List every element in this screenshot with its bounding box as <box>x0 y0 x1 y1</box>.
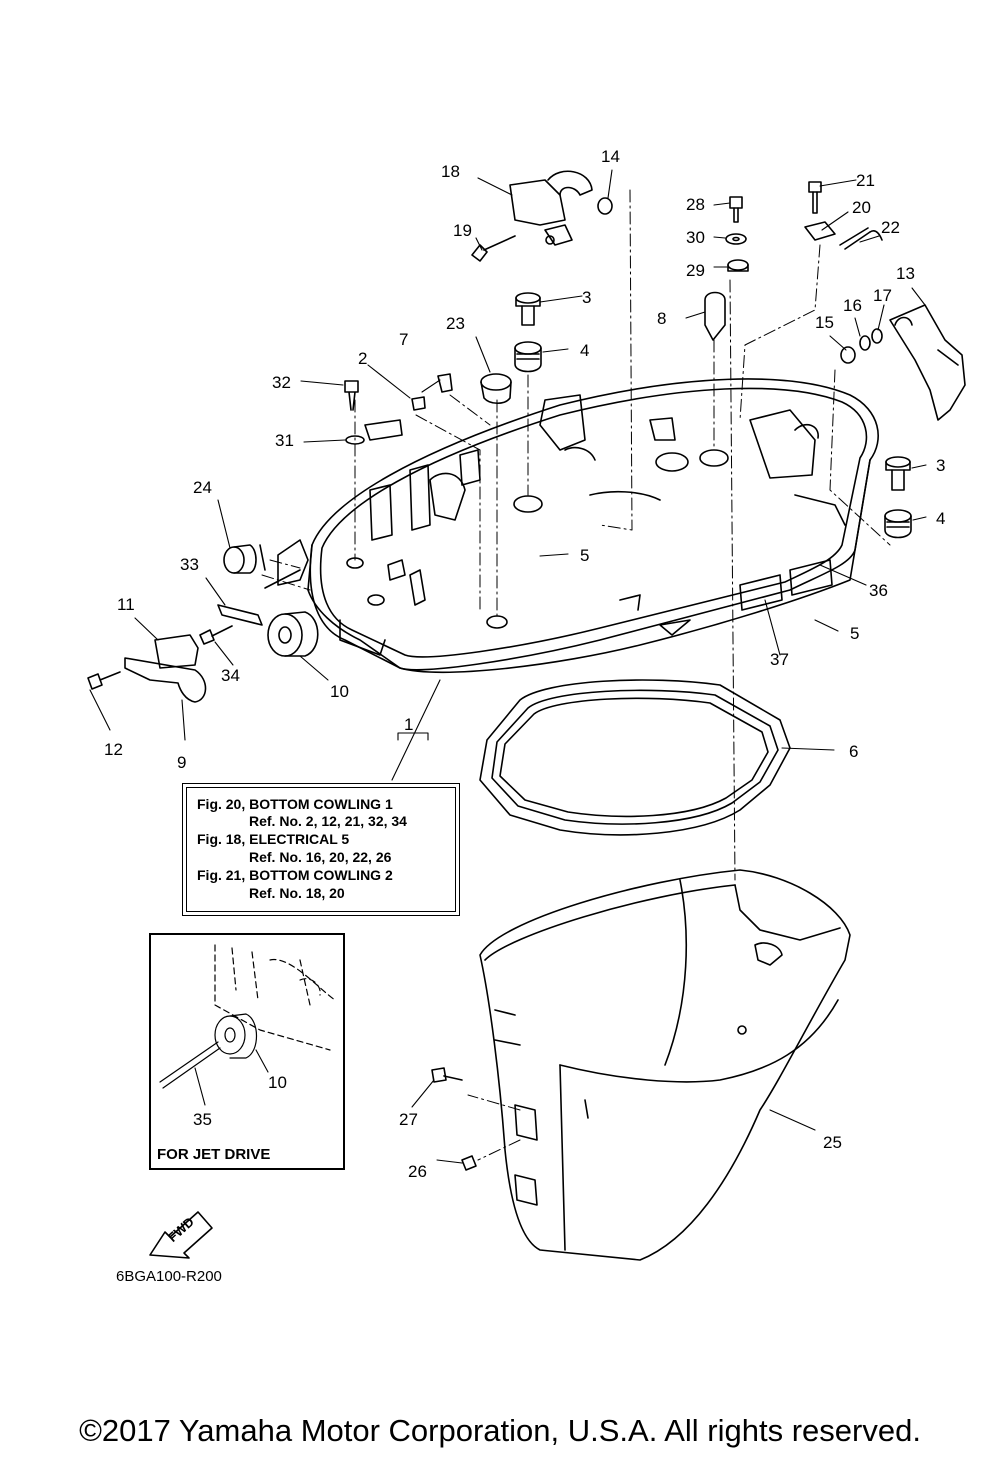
bolt-21-stack <box>804 181 883 250</box>
callout-10: 10 <box>330 682 349 701</box>
lower-cowling-25 <box>479 869 851 1261</box>
callout-11: 11 <box>117 595 135 614</box>
grommet-right <box>884 456 912 539</box>
callout-10b: 10 <box>268 1073 287 1092</box>
jet-drive-label: FOR JET DRIVE <box>157 1146 271 1163</box>
bracket-18 <box>509 170 613 246</box>
plate-9 <box>124 657 207 703</box>
grommet-center <box>514 292 542 373</box>
callout-4: 4 <box>580 341 590 360</box>
reference-line-3: Fig. 18, ELECTRICAL 5 <box>197 831 350 847</box>
callout-33: 33 <box>180 555 199 574</box>
callout-15: 15 <box>815 313 834 332</box>
callout-30: 30 <box>686 228 705 247</box>
callout-3: 3 <box>582 288 592 307</box>
callout-37: 37 <box>770 650 789 669</box>
clip-11 <box>154 634 199 669</box>
callout-18: 18 <box>441 162 460 181</box>
reference-line-2: Ref. No. 2, 12, 21, 32, 34 <box>249 813 407 829</box>
bushing-15 <box>840 346 856 364</box>
reference-note-inner-border <box>186 787 456 912</box>
callout-26: 26 <box>408 1162 427 1181</box>
bottom-cowling-tray <box>307 378 879 674</box>
callout-5: 5 <box>580 546 590 565</box>
grommet-23 <box>480 373 512 405</box>
copyright-notice: ©2017 Yamaha Motor Corporation, U.S.A. A… <box>79 1413 921 1448</box>
bolt-19 <box>471 235 516 262</box>
callout-21: 21 <box>856 171 875 190</box>
callout-3b: 3 <box>936 456 946 475</box>
grommet-10 <box>267 611 319 657</box>
callout-17: 17 <box>873 286 892 305</box>
reference-line-4: Ref. No. 16, 20, 22, 26 <box>249 849 392 865</box>
grommet-24 <box>223 544 266 574</box>
jet-drive-inset <box>159 944 336 1089</box>
fwd-arrow <box>149 1211 213 1259</box>
callout-4b: 4 <box>936 509 946 528</box>
callout-24: 24 <box>193 478 212 497</box>
callout-22: 22 <box>881 218 900 237</box>
callout-23: 23 <box>446 314 465 333</box>
callout-16: 16 <box>843 296 862 315</box>
callout-14: 14 <box>601 147 620 166</box>
callout-27: 27 <box>399 1110 418 1129</box>
reference-line-5: Fig. 21, BOTTOM COWLING 2 <box>197 867 393 883</box>
callout-29: 29 <box>686 261 705 280</box>
plate-33 <box>217 604 263 626</box>
jet-drive-inset-frame <box>149 933 345 1170</box>
exploded-parts-diagram <box>87 169 966 1261</box>
callout-8: 8 <box>657 309 667 328</box>
bolt-28-stack <box>725 196 749 272</box>
callout-7: 7 <box>399 330 409 349</box>
callout-6: 6 <box>849 742 859 761</box>
callout-1: 1 <box>404 715 414 734</box>
callout-12: 12 <box>104 740 123 759</box>
callout-9: 9 <box>177 753 187 772</box>
callout-25: 25 <box>823 1133 842 1152</box>
callout-35: 35 <box>193 1110 212 1129</box>
callout-31: 31 <box>275 431 294 450</box>
callout-32: 32 <box>272 373 291 392</box>
callout-2: 2 <box>358 349 368 368</box>
grommet-8 <box>704 291 726 341</box>
callout-20: 20 <box>852 198 871 217</box>
lever-13 <box>889 304 966 421</box>
callout-34: 34 <box>221 666 240 685</box>
callout-5b: 5 <box>850 624 860 643</box>
seal-6 <box>479 679 791 836</box>
reference-note-box: Fig. 20, BOTTOM COWLING 1 Ref. No. 2, 12… <box>182 783 460 916</box>
callout-13: 13 <box>896 264 915 283</box>
reference-line-1: Fig. 20, BOTTOM COWLING 1 <box>197 796 393 812</box>
callout-19: 19 <box>453 221 472 240</box>
reference-line-6: Ref. No. 18, 20 <box>249 885 345 901</box>
callout-28: 28 <box>686 195 705 214</box>
drawing-code: 6BGA100-R200 <box>116 1268 222 1285</box>
callout-36: 36 <box>869 581 888 600</box>
